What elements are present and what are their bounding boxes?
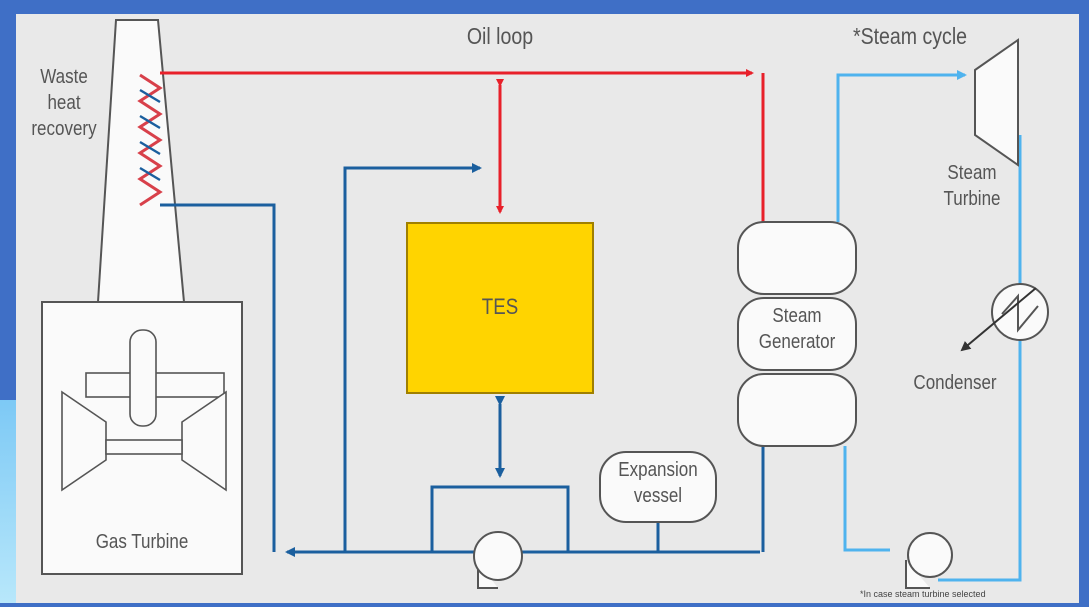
condenser-label: Condenser <box>913 372 997 394</box>
slide-frame-right <box>1079 0 1089 607</box>
steam-supply-line <box>836 70 967 222</box>
oil-loop-title: Oil loop <box>466 23 534 49</box>
pump-loop <box>430 485 570 552</box>
waste-heat-coil <box>137 73 163 207</box>
cold-oil-from-recovery <box>160 203 276 552</box>
exhaust-stack <box>96 19 186 303</box>
expansion-vessel <box>599 451 717 523</box>
waste-heat-recovery-label: Waste heat recovery <box>31 66 97 140</box>
footnote: *In case steam turbine selected <box>860 589 986 599</box>
steam-cycle-title: *Steam cycle <box>852 23 968 49</box>
slide-frame-left-accent <box>0 400 16 607</box>
gas-turbine-icon <box>61 329 227 492</box>
oil-pump <box>473 531 523 589</box>
slide-frame-left <box>0 0 16 400</box>
tes-label: TES <box>481 294 519 319</box>
gas-turbine-label: Gas Turbine <box>95 531 189 553</box>
steam-turbine <box>974 38 1019 167</box>
condenser-icon <box>960 283 1049 352</box>
slide-frame-top <box>0 0 1089 14</box>
cold-oil-bypass <box>343 163 482 552</box>
feedwater-line <box>843 446 890 552</box>
steam-turbine-label: Steam Turbine <box>943 162 1001 210</box>
steam-generator-label: Steam Generator <box>758 305 836 353</box>
expansion-vessel-label: Expansion vessel <box>618 459 698 507</box>
steam-generator <box>737 221 857 447</box>
tes-tank: TES <box>406 222 594 394</box>
water-pump <box>905 532 953 589</box>
slide-frame-bottom <box>0 603 1089 607</box>
